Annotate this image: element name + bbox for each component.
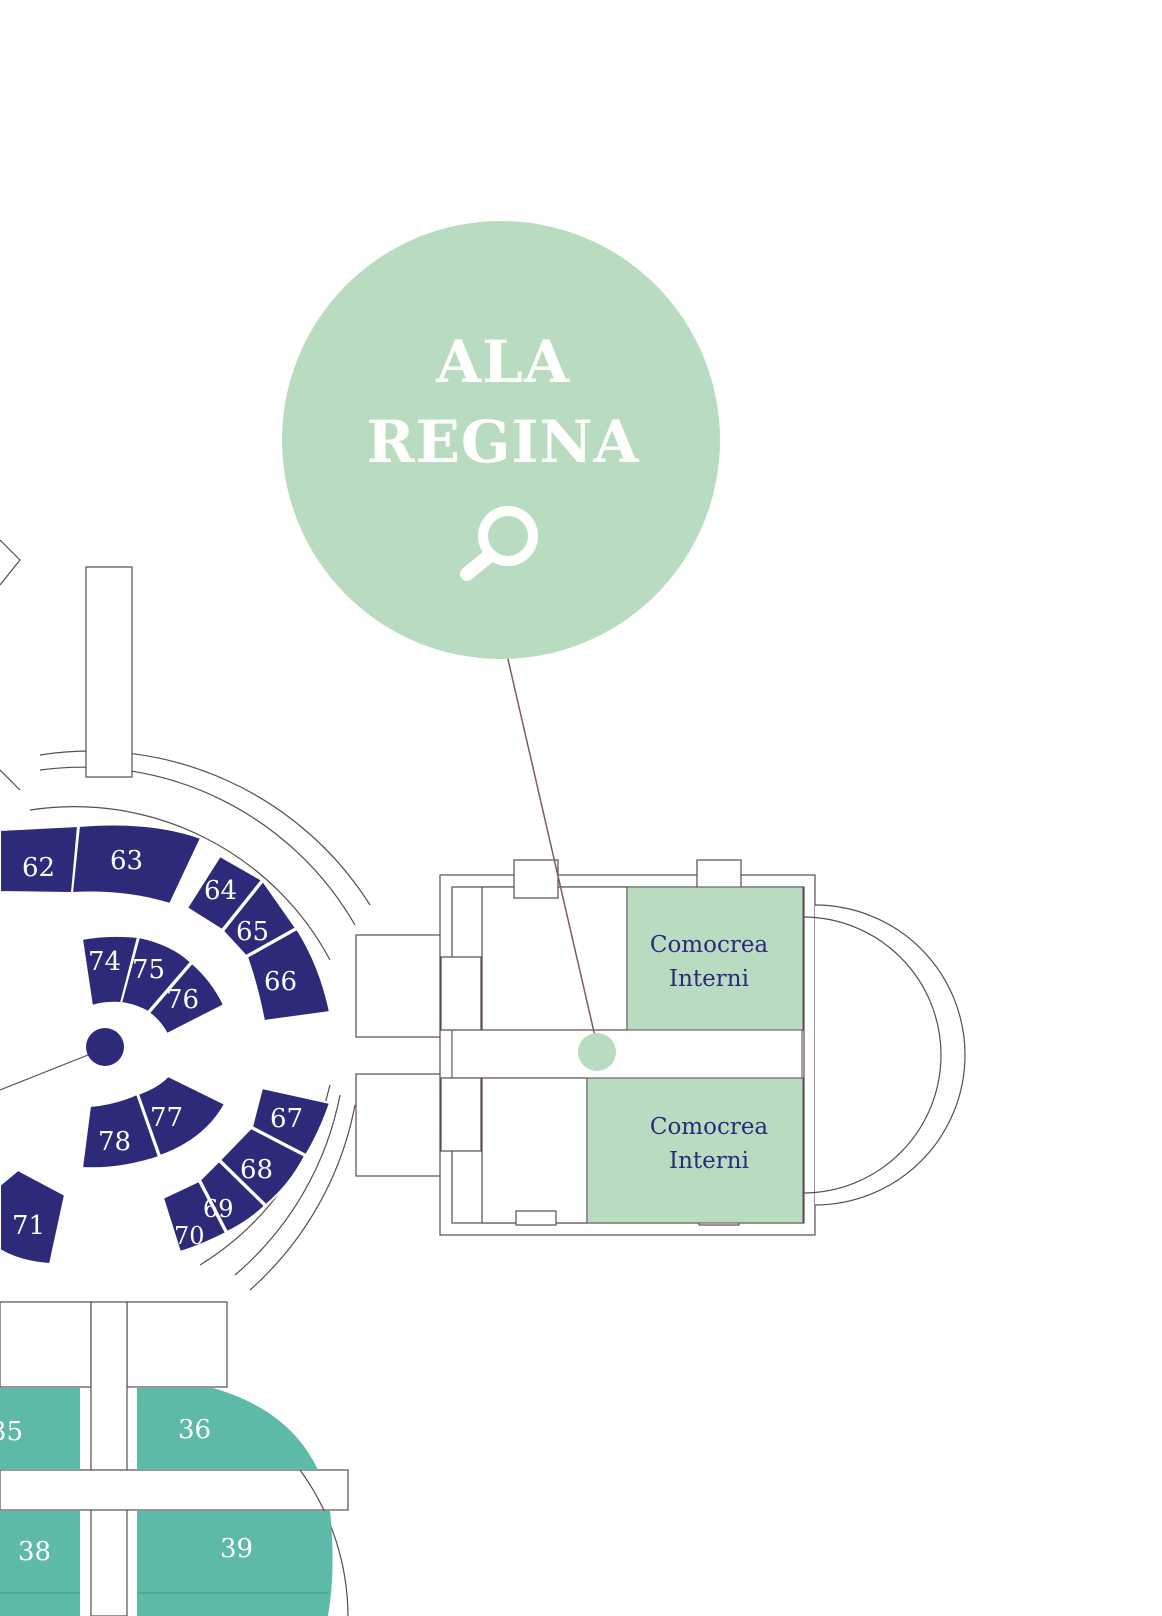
unit-64[interactable] [185, 854, 264, 932]
unit-62-label: 62 [22, 853, 55, 883]
unit-36-label: 36 [178, 1415, 211, 1445]
unit-66-label: 66 [264, 967, 297, 997]
south-corridors [0, 1301, 349, 1616]
teal-units: 35 36 38 39 [0, 1388, 333, 1616]
unit-76-label: 76 [166, 985, 199, 1015]
unit-labels: 62 63 64 65 66 67 68 69 70 71 74 75 76 7… [12, 846, 303, 1250]
unit-75[interactable] [119, 935, 193, 1014]
north-corridor [85, 566, 133, 778]
wing-badge[interactable]: ALA REGINA [282, 221, 720, 659]
shop-lower-line1: Comocrea [650, 1114, 769, 1140]
unit-35-label: 35 [0, 1417, 23, 1447]
unit-39-label: 39 [220, 1534, 253, 1564]
unit-67[interactable] [250, 1086, 332, 1157]
unit-71[interactable] [0, 1168, 67, 1266]
unit-65[interactable] [221, 879, 298, 958]
unit-35[interactable] [0, 1388, 80, 1470]
unit-66[interactable] [245, 927, 332, 1023]
inner-ring-units [0, 934, 227, 1170]
unit-75-label: 75 [132, 955, 165, 985]
wing-badge-line2: REGINA [366, 408, 639, 476]
unit-38-label: 38 [18, 1537, 51, 1567]
unit-63[interactable] [70, 823, 203, 906]
unit-65-label: 65 [236, 917, 269, 947]
rotunda-walls [0, 539, 371, 1291]
shop-lower[interactable]: Comocrea Interni [586, 1077, 804, 1224]
shop-upper-line2: Interni [669, 966, 749, 992]
wing-location-dot [578, 1033, 616, 1071]
shop-lower-line2: Interni [669, 1148, 749, 1174]
unit-74-label: 74 [88, 947, 121, 977]
hub-pointer-line [0, 1054, 89, 1091]
unit-78-label: 78 [98, 1127, 131, 1157]
unit-76[interactable] [147, 961, 226, 1036]
unit-77[interactable] [136, 1074, 227, 1158]
wing-badge-circle[interactable] [282, 221, 720, 659]
unit-70-label: 70 [174, 1222, 205, 1250]
unit-67-label: 67 [270, 1104, 303, 1134]
unit-77-label: 77 [150, 1103, 183, 1133]
unit-78[interactable] [80, 1092, 161, 1170]
wing-badge-line1: ALA [435, 328, 570, 396]
magnifier-icon[interactable] [460, 506, 538, 581]
hub-point [86, 1028, 124, 1066]
unit-71-label: 71 [12, 1211, 45, 1241]
unit-36[interactable] [137, 1388, 318, 1470]
unit-64-label: 64 [204, 876, 237, 906]
outer-ring-units [0, 823, 332, 1266]
shop-upper[interactable]: Comocrea Interni [626, 886, 804, 1031]
shop-upper-line1: Comocrea [650, 932, 769, 958]
badge-pointer-line [506, 654, 598, 1046]
unit-39[interactable] [137, 1511, 333, 1616]
unit-69[interactable] [198, 1159, 267, 1234]
unit-69-label: 69 [203, 1195, 234, 1223]
unit-38[interactable] [0, 1511, 80, 1616]
unit-63-label: 63 [110, 846, 143, 876]
wing-hallway [451, 1029, 803, 1079]
unit-70[interactable] [161, 1179, 228, 1254]
unit-68[interactable] [218, 1126, 307, 1207]
unit-68-label: 68 [240, 1155, 273, 1185]
